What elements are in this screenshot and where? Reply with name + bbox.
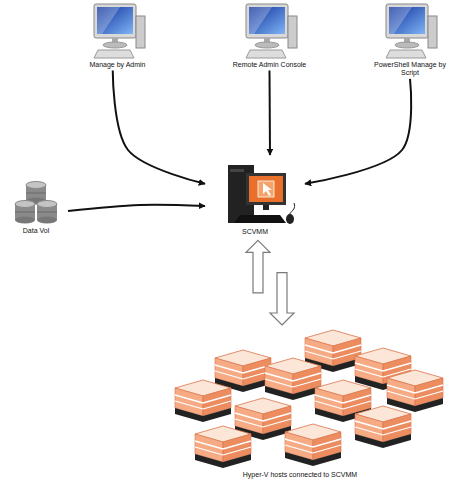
icon-part [263, 183, 272, 196]
node-icon [155, 328, 445, 470]
icon-part [389, 7, 425, 34]
icon-part [263, 205, 269, 210]
icon-part [203, 401, 231, 409]
node-label: Hyper-V hosts connected to SCVMM [150, 470, 450, 480]
icon-part [265, 386, 321, 400]
curved-arrow [68, 205, 205, 211]
icon-part [234, 215, 286, 223]
node-icon [242, 2, 298, 60]
node-label: SCVMM [205, 227, 305, 237]
icon-part [246, 50, 286, 58]
icon-part [355, 434, 411, 448]
icon-part [255, 42, 279, 48]
curved-arrow [113, 70, 205, 183]
icon-part [230, 169, 244, 172]
icon-part [289, 203, 295, 215]
curved-arrow [269, 70, 272, 155]
node-label: PowerShell Manage by Script [366, 60, 454, 79]
icon-part [175, 408, 231, 422]
icon-part [288, 16, 297, 48]
icon-part [355, 427, 383, 435]
icon-part [26, 193, 46, 194]
node-icon [90, 2, 146, 60]
node-label: Data Vol [4, 226, 68, 236]
icon-part [37, 201, 57, 208]
icon-part [103, 42, 127, 48]
icon-part [343, 401, 371, 409]
icon-part [383, 427, 411, 435]
icon-part [136, 16, 145, 48]
icon-part [265, 379, 293, 387]
icon-part [26, 182, 46, 189]
icon-part [37, 212, 57, 213]
icon-part [97, 7, 120, 34]
icon-part [293, 379, 321, 387]
console-workstation: Remote Admin Console [222, 2, 317, 70]
icon-part [389, 7, 412, 34]
icon-part [387, 391, 415, 399]
node-icon [382, 2, 438, 60]
icon-part [94, 50, 134, 58]
database-node: Data Vol [4, 180, 68, 236]
icon-part [415, 391, 443, 399]
admin-workstation: Manage by Admin [70, 2, 165, 70]
icon-part [286, 214, 294, 224]
icon-part [97, 7, 133, 34]
icon-part [15, 201, 35, 208]
double-block-arrow [246, 240, 294, 325]
icon-part [195, 454, 251, 468]
icon-part [249, 7, 285, 34]
node-label: Remote Admin Console [222, 60, 317, 70]
node-icon [210, 155, 300, 227]
icon-part [386, 50, 426, 58]
icon-part [235, 419, 263, 427]
management-server: SCVMM [205, 155, 305, 237]
icon-part [249, 176, 283, 202]
icon-part [263, 419, 291, 427]
script-workstation: PowerShell Manage by Script [366, 2, 454, 79]
icon-part [285, 452, 341, 466]
icon-part [175, 401, 203, 409]
icon-part [305, 351, 333, 359]
icon-part [428, 16, 437, 48]
icon-part [386, 4, 428, 38]
icon-part [249, 7, 272, 34]
node-icon [11, 180, 61, 226]
icon-part [395, 42, 419, 48]
curved-arrow [305, 79, 411, 184]
icon-part [223, 447, 251, 455]
node-label: Manage by Admin [70, 60, 165, 70]
icon-part [315, 401, 343, 409]
icon-part [246, 173, 286, 205]
icon-part [37, 217, 57, 224]
icon-part [15, 217, 35, 224]
icon-part [15, 212, 35, 213]
icon-part [215, 371, 243, 379]
icon-part [285, 445, 313, 453]
icon-part [355, 369, 383, 377]
host-cluster: Hyper-V hosts connected to SCVMM [150, 328, 450, 480]
icon-part [94, 4, 136, 38]
icon-part [246, 4, 288, 38]
icon-part [258, 181, 274, 197]
icon-part [195, 447, 223, 455]
icon-part [313, 445, 341, 453]
